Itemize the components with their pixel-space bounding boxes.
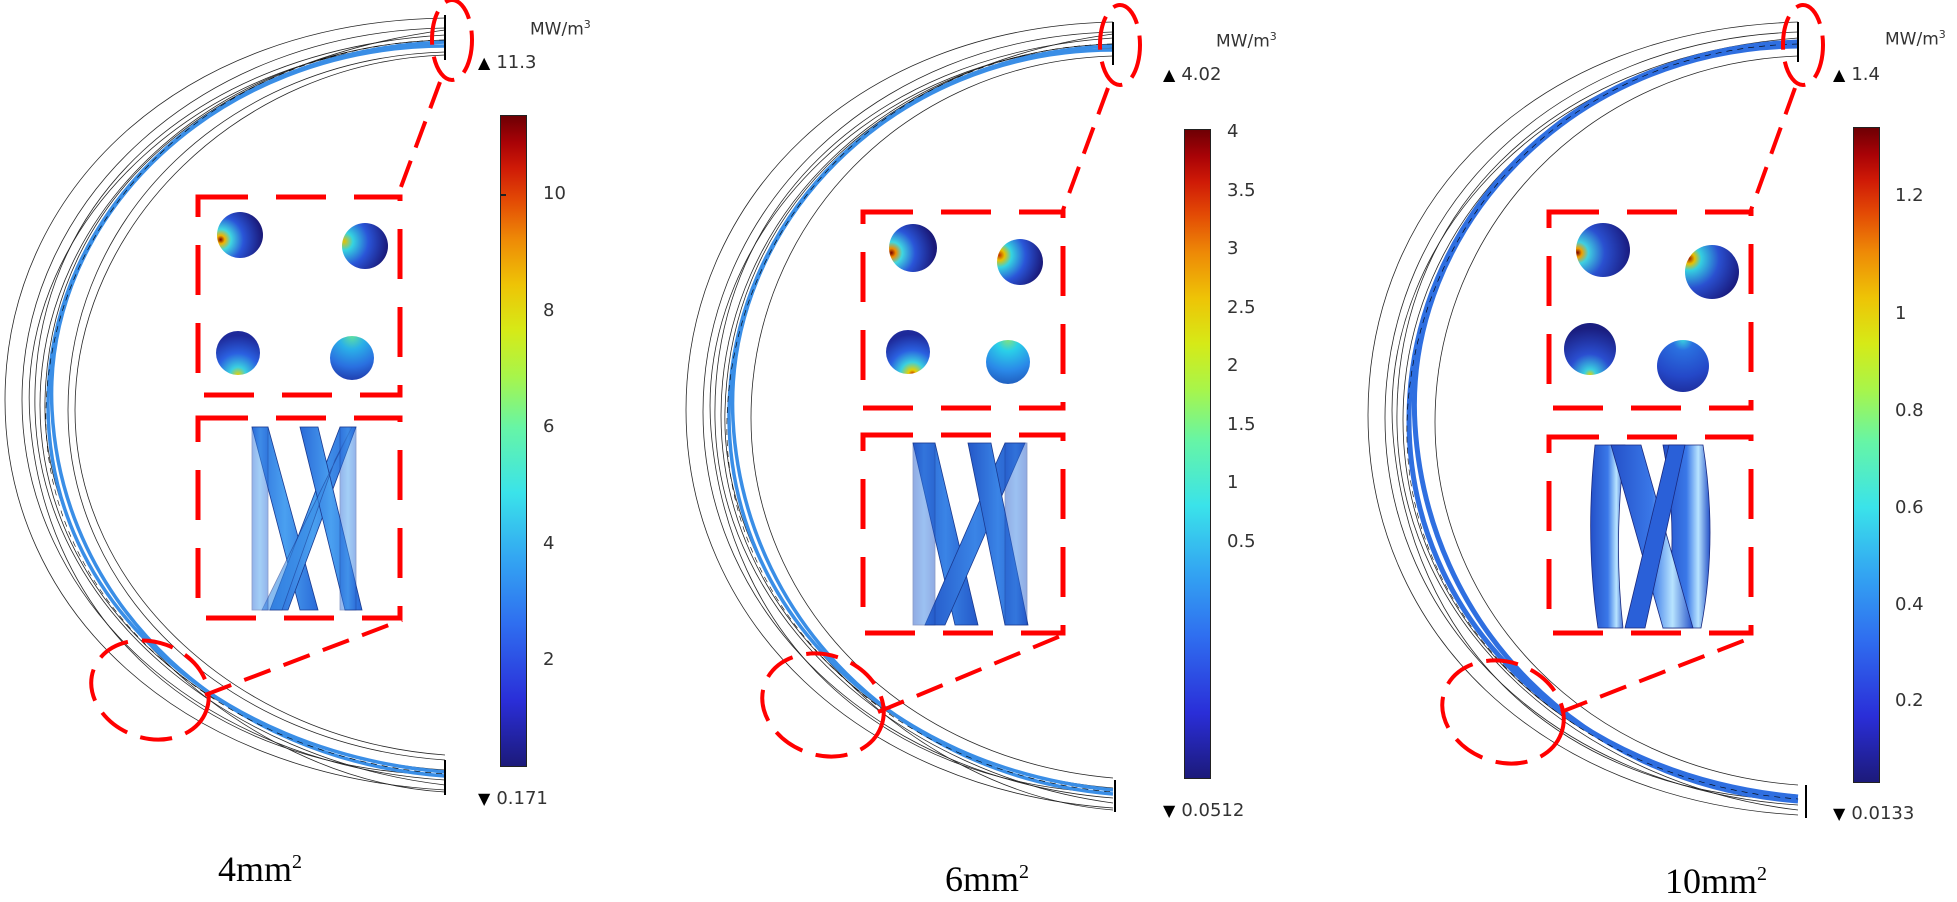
braid-inset-box bbox=[195, 415, 403, 621]
strand-cross-section bbox=[1657, 340, 1709, 392]
panel-caption: 10mm2 bbox=[1665, 861, 1768, 901]
panel-caption: 6mm2 bbox=[945, 859, 1030, 899]
colorbar-tick: 4 bbox=[1227, 121, 1239, 142]
colorbar-tick: 0.8 bbox=[1895, 400, 1924, 421]
colorbar-tick: 2 bbox=[1227, 355, 1239, 376]
colorbar-tick: 1 bbox=[1227, 472, 1239, 493]
unit-label: MW/m3 bbox=[1216, 30, 1277, 52]
strand-cross-section bbox=[217, 212, 263, 258]
colorbar-tick: 6 bbox=[543, 416, 555, 437]
colorbar-tick: 0.6 bbox=[1895, 497, 1924, 518]
min-triangle-icon: ▼ bbox=[1833, 804, 1846, 823]
colorbar-tick: 8 bbox=[543, 300, 555, 321]
braid-inset-box bbox=[1546, 434, 1754, 636]
panel-10mm2: MW/m3 ▲1.4 1.2 1 0.8 0.6 0.4 0.2 ▼0.0133… bbox=[1363, 0, 1957, 901]
colorbar-tick: 10 bbox=[543, 183, 566, 204]
colorbar-tick: 4 bbox=[543, 533, 555, 554]
panel-6mm2: MW/m3 ▲4.02 4 3.5 3 2.5 2 1.5 1 0.5 ▼0.0… bbox=[683, 0, 1343, 900]
unit-label: MW/m3 bbox=[530, 18, 591, 40]
colorbar-tick: 2 bbox=[543, 649, 555, 670]
colorbar-tick: 3 bbox=[1227, 238, 1239, 259]
strand-cross-section bbox=[1685, 245, 1739, 299]
panel-caption: 4mm2 bbox=[218, 849, 303, 889]
colorbar bbox=[1853, 127, 1880, 783]
strand-cross-section bbox=[342, 223, 388, 269]
strand-cross-section bbox=[330, 336, 374, 380]
braid-inset-box bbox=[860, 432, 1066, 636]
min-triangle-icon: ▼ bbox=[478, 789, 491, 808]
unit-label: MW/m3 bbox=[1885, 28, 1946, 50]
colorbar-tick: 1 bbox=[1895, 303, 1907, 324]
min-value-label: ▼0.0133 bbox=[1833, 803, 1915, 824]
colorbar-tick: 2.5 bbox=[1227, 297, 1256, 318]
max-value-label: ▲11.3 bbox=[478, 52, 537, 73]
colorbar bbox=[1184, 129, 1211, 779]
strand-cross-section bbox=[1564, 323, 1616, 375]
bent-cable-geometry bbox=[1367, 3, 1825, 818]
min-value-label: ▼0.0512 bbox=[1163, 800, 1245, 821]
panel-4mm2: MW/m3 ▲11.3 10 8 6 4 2 ▼0.171 4mm2 bbox=[0, 0, 660, 900]
max-value-label: ▲1.4 bbox=[1833, 64, 1880, 85]
colorbar-tick: 0.5 bbox=[1227, 531, 1256, 552]
strand-cross-section bbox=[216, 331, 260, 375]
strand-cross-section bbox=[889, 224, 937, 272]
min-value-label: ▼0.171 bbox=[478, 788, 548, 809]
colorbar-tick: 0.4 bbox=[1895, 594, 1924, 615]
max-value-label: ▲4.02 bbox=[1163, 64, 1222, 85]
colorbar-tick: 0.2 bbox=[1895, 690, 1924, 711]
cross-section-inset-box bbox=[1546, 209, 1754, 411]
max-triangle-icon: ▲ bbox=[1833, 65, 1846, 84]
colorbar-tick: 1.2 bbox=[1895, 185, 1924, 206]
min-triangle-icon: ▼ bbox=[1163, 801, 1176, 820]
colorbar-tick: 1.5 bbox=[1227, 414, 1256, 435]
max-triangle-icon: ▲ bbox=[478, 53, 491, 72]
cross-section-inset-box bbox=[195, 194, 403, 398]
strand-cross-section bbox=[986, 340, 1030, 384]
colorbar bbox=[500, 115, 527, 767]
strand-cross-section bbox=[1576, 223, 1630, 277]
strand-cross-section bbox=[997, 239, 1043, 285]
strand-cross-section bbox=[886, 330, 930, 374]
bent-cable-geometry bbox=[4, 0, 474, 795]
bent-cable-geometry bbox=[685, 3, 1142, 812]
max-triangle-icon: ▲ bbox=[1163, 65, 1176, 84]
cross-section-inset-box bbox=[860, 209, 1066, 411]
colorbar-tick: 3.5 bbox=[1227, 180, 1256, 201]
